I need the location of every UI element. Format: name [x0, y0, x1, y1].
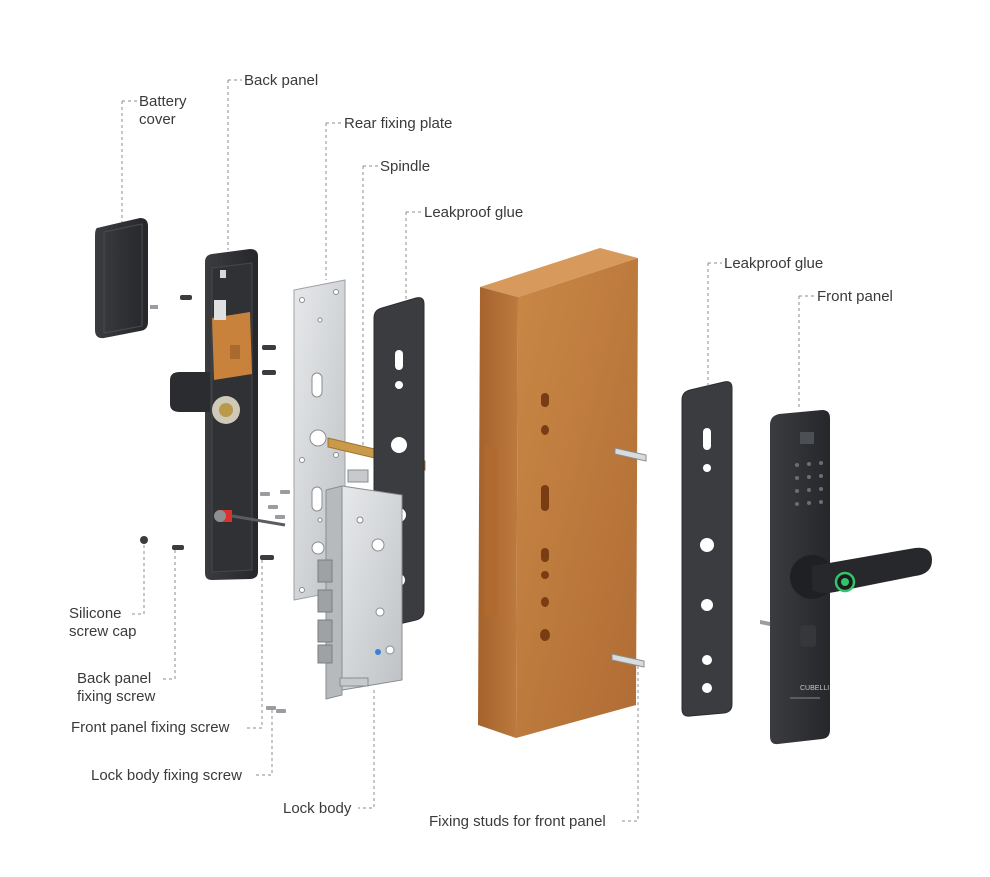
loose-screws	[140, 295, 276, 560]
label-rear-fixing-plate: Rear fixing plate	[344, 115, 453, 132]
battery-cover-part	[95, 218, 158, 339]
label-spindle: Spindle	[380, 158, 431, 175]
back-panel-part	[170, 249, 286, 580]
front-panel-part: CUBELLI	[760, 410, 932, 745]
label-battery-cover: Battery cover	[139, 93, 187, 128]
leader-leakproof-rear	[405, 211, 422, 300]
label-front-panel: Front panel	[817, 288, 893, 305]
label-leakproof-glue-front: Leakproof glue	[724, 255, 824, 272]
leakproof-glue-front-part	[681, 381, 733, 717]
front-panel-brand: CUBELLI	[800, 685, 829, 692]
leader-lock-body-screw	[256, 710, 273, 776]
label-fixing-studs: Fixing studs for front panel	[429, 813, 606, 830]
door-part	[478, 248, 647, 738]
label-lock-body-fixing-screw: Lock body fixing screw	[91, 767, 242, 784]
lock-body-part	[317, 469, 403, 700]
leader-battery-cover	[121, 100, 137, 222]
leader-lock-body	[358, 690, 375, 809]
leader-leakproof-front	[707, 262, 722, 385]
leader-rear-fixing-plate	[325, 122, 342, 280]
label-lock-body: Lock body	[283, 800, 352, 817]
leader-front-fixing-screw	[246, 560, 263, 729]
leader-lines	[121, 79, 815, 822]
leader-back-fixing-screw	[160, 550, 176, 680]
label-back-panel-fixing-screw: Back panel fixing screw	[77, 670, 156, 705]
label-back-panel: Back panel	[244, 72, 319, 89]
leader-spindle	[362, 165, 378, 450]
label-silicone-screw-cap: Silicone screw cap	[69, 605, 137, 640]
leader-back-panel	[227, 79, 242, 250]
leader-silicone-cap	[131, 545, 145, 615]
leader-front-panel	[798, 295, 815, 410]
label-leakproof-glue-rear: Leakproof glue	[424, 204, 524, 221]
label-front-panel-fixing-screw: Front panel fixing screw	[71, 719, 230, 736]
lock-body-screws	[260, 490, 290, 713]
